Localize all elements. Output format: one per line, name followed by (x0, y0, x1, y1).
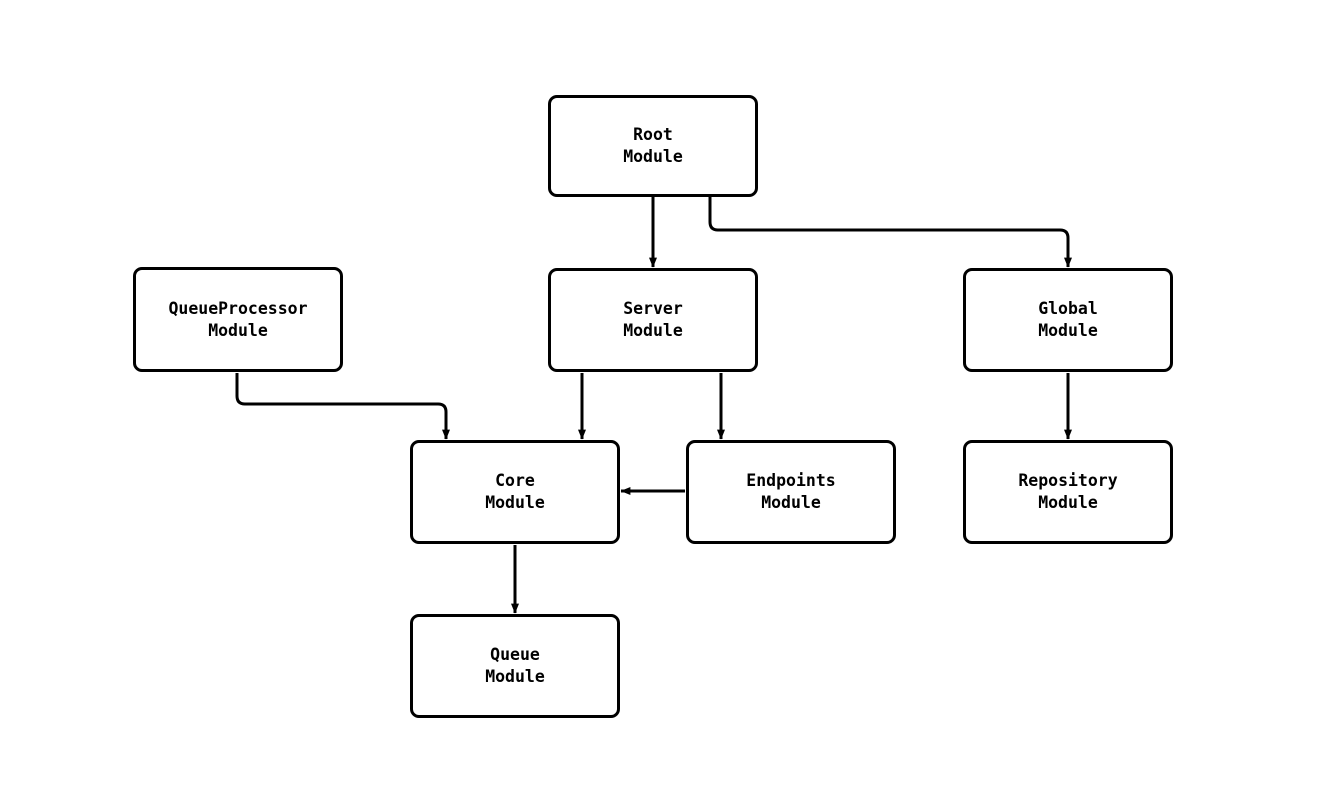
node-server-module[interactable]: Server Module (548, 268, 758, 372)
node-queueprocessor-module[interactable]: QueueProcessor Module (133, 267, 343, 372)
node-repository-module[interactable]: Repository Module (963, 440, 1173, 544)
edge-root-to-global (708, 197, 1072, 268)
node-endpoints-module[interactable]: Endpoints Module (686, 440, 896, 544)
node-repository-module-label: Repository Module (1018, 471, 1118, 512)
node-core-module-label: Core Module (485, 471, 545, 512)
node-queueprocessor-module-label: QueueProcessor Module (168, 298, 308, 340)
node-queue-module-label: Queue Module (485, 645, 545, 686)
node-root-module[interactable]: Root Module (548, 95, 758, 197)
node-global-module-label: Global Module (1038, 299, 1098, 340)
node-queue-module[interactable]: Queue Module (410, 614, 620, 718)
node-core-module[interactable]: Core Module (410, 440, 620, 544)
node-server-module-label: Server Module (623, 299, 683, 340)
node-global-module[interactable]: Global Module (963, 268, 1173, 372)
edge-queueprocessor-to-core (235, 373, 450, 440)
node-root-module-label: Root Module (623, 125, 683, 166)
node-endpoints-module-label: Endpoints Module (746, 471, 836, 512)
